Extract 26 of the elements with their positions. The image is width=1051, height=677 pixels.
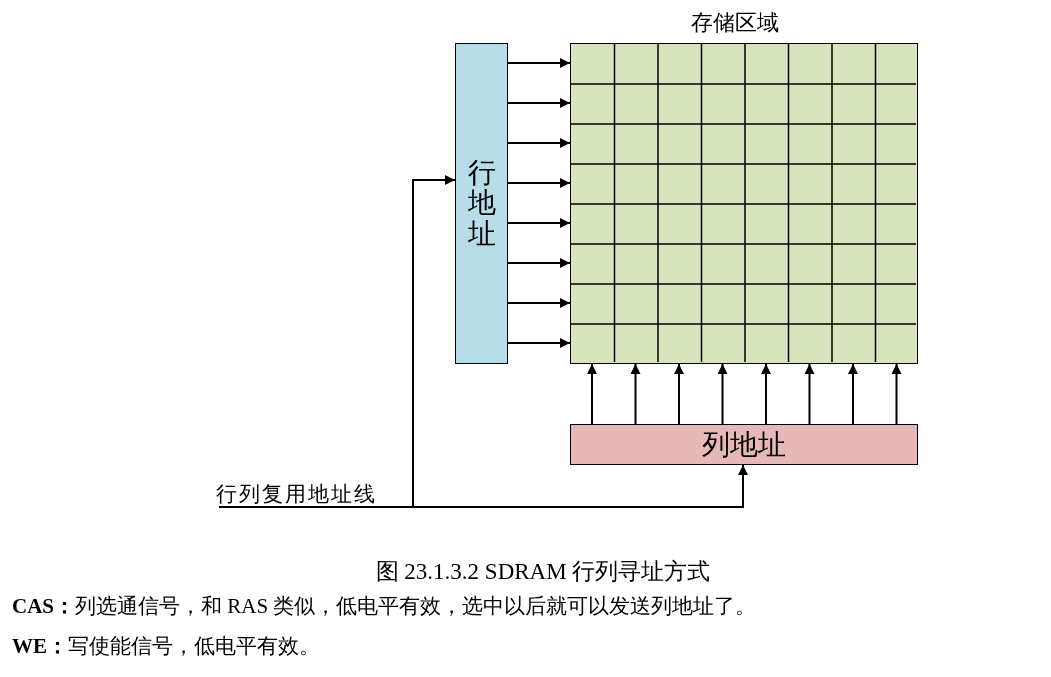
note-text: WE：写使能信号，低电平有效。 bbox=[12, 633, 320, 660]
arrow bbox=[507, 178, 571, 188]
arrow bbox=[891, 363, 902, 425]
row-address-box bbox=[455, 43, 508, 364]
arrow bbox=[507, 338, 571, 348]
arrow bbox=[507, 58, 571, 68]
note-text: CAS：列选通信号，和 RAS 类似，低电平有效，选中以后就可以发送列地址了。 bbox=[12, 593, 757, 620]
column-address-box bbox=[570, 424, 918, 465]
arrow bbox=[507, 138, 571, 148]
arrow bbox=[218, 464, 748, 508]
arrow bbox=[674, 363, 684, 425]
arrow bbox=[507, 98, 571, 108]
column-address-text: 列地址 bbox=[702, 427, 786, 462]
arrow bbox=[587, 363, 597, 425]
arrow bbox=[848, 363, 858, 425]
arrow bbox=[717, 363, 728, 425]
arrow bbox=[804, 363, 815, 425]
arrow bbox=[630, 363, 641, 425]
storage-area-heading: 存储区域 bbox=[691, 9, 779, 37]
arrow bbox=[507, 258, 571, 268]
figure-caption: 图 23.1.3.2 SDRAM 行列寻址方式 bbox=[374, 558, 712, 586]
arrow bbox=[761, 363, 771, 425]
arrow bbox=[507, 298, 571, 308]
row-address-text: 行地址 bbox=[467, 157, 496, 250]
multiplexed-address-line-text: 行列复用地址线 bbox=[216, 481, 377, 508]
arrow bbox=[507, 218, 571, 228]
